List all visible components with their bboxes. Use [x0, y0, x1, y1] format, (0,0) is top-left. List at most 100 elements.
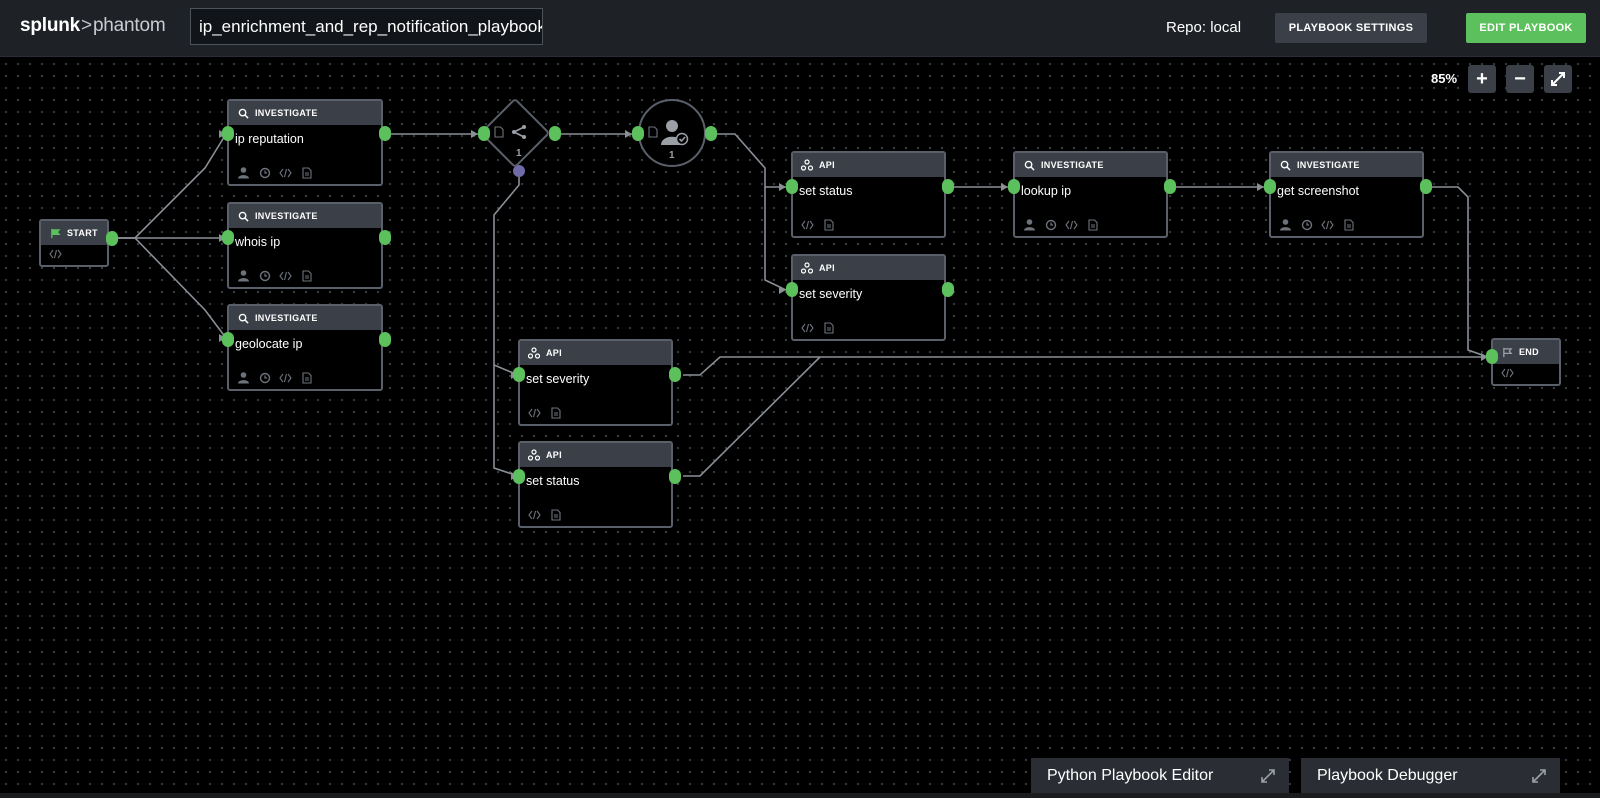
code-icon[interactable] — [1321, 218, 1334, 231]
start-output-port[interactable] — [106, 231, 118, 246]
branch-icon — [511, 124, 527, 145]
output-port[interactable] — [1164, 179, 1176, 194]
zoom-out-button[interactable]: − — [1506, 65, 1534, 93]
python-editor-label: Python Playbook Editor — [1047, 767, 1214, 784]
logo-separator: > — [81, 15, 92, 36]
input-port[interactable] — [786, 282, 798, 297]
code-icon[interactable] — [49, 247, 62, 260]
node-set-severity-top[interactable]: API set severity — [791, 254, 946, 341]
api-icon — [801, 262, 813, 274]
input-port[interactable] — [222, 332, 234, 347]
user-icon[interactable] — [237, 371, 250, 384]
output-port[interactable] — [549, 126, 561, 141]
code-icon[interactable] — [1501, 366, 1514, 379]
output-port[interactable] — [669, 367, 681, 382]
input-port[interactable] — [1264, 179, 1276, 194]
node-get-screenshot[interactable]: INVESTIGATE get screenshot — [1269, 151, 1424, 238]
expand-icon[interactable] — [1530, 767, 1548, 785]
input-port[interactable] — [632, 126, 644, 141]
flag-icon — [1501, 346, 1513, 358]
code-icon[interactable] — [279, 269, 292, 282]
input-port[interactable] — [786, 179, 798, 194]
python-editor-panel[interactable]: Python Playbook Editor — [1031, 758, 1289, 794]
input-port[interactable] — [513, 367, 525, 382]
edit-playbook-button[interactable]: EDIT PLAYBOOK — [1466, 13, 1586, 43]
playbook-settings-button[interactable]: PLAYBOOK SETTINGS — [1275, 13, 1427, 43]
doc-icon[interactable] — [300, 269, 313, 282]
start-node[interactable]: START — [39, 219, 109, 267]
node-header: INVESTIGATE — [229, 306, 381, 330]
node-set-severity-bottom[interactable]: API set severity — [518, 339, 673, 426]
node-header: INVESTIGATE — [1271, 153, 1422, 177]
node-footer — [1501, 366, 1514, 379]
node-type-label: END — [1519, 347, 1539, 357]
code-icon[interactable] — [801, 321, 814, 334]
clock-icon[interactable] — [258, 371, 271, 384]
node-set-status-top[interactable]: API set status — [791, 151, 946, 238]
input-port[interactable] — [222, 230, 234, 245]
api-icon — [528, 449, 540, 461]
repo-label: Repo: local — [1166, 19, 1242, 36]
clock-icon[interactable] — [1044, 218, 1057, 231]
splunk-phantom-logo[interactable]: splunk>phantom — [20, 15, 166, 37]
output-port[interactable] — [379, 230, 391, 245]
playbook-name-field[interactable]: ip_enrichment_and_rep_notification_playb… — [190, 8, 543, 45]
output-port[interactable] — [1420, 179, 1432, 194]
clock-icon[interactable] — [258, 166, 271, 179]
user-icon[interactable] — [1023, 218, 1036, 231]
user-icon[interactable] — [1279, 218, 1292, 231]
code-icon[interactable] — [801, 218, 814, 231]
doc-icon[interactable] — [1342, 218, 1355, 231]
doc-icon[interactable] — [300, 371, 313, 384]
node-title: lookup ip — [1021, 184, 1072, 198]
output-port[interactable] — [705, 126, 717, 141]
node-type-label: INVESTIGATE — [1297, 160, 1360, 170]
node-type-label: INVESTIGATE — [255, 108, 318, 118]
output-port[interactable] — [379, 126, 391, 141]
code-icon[interactable] — [1065, 218, 1078, 231]
output-port[interactable] — [379, 332, 391, 347]
doc-icon[interactable] — [549, 508, 562, 521]
code-icon[interactable] — [528, 508, 541, 521]
node-ip-reputation[interactable]: INVESTIGATE ip reputation — [227, 99, 383, 186]
user-check-icon — [661, 118, 689, 151]
node-header: INVESTIGATE — [229, 101, 381, 125]
output-port[interactable] — [942, 179, 954, 194]
code-icon[interactable] — [279, 166, 292, 179]
node-set-status-bottom[interactable]: API set status — [518, 441, 673, 528]
zoom-in-button[interactable]: + — [1468, 65, 1496, 93]
node-lookup-ip[interactable]: INVESTIGATE lookup ip — [1013, 151, 1168, 238]
doc-icon[interactable] — [822, 218, 835, 231]
input-port[interactable] — [478, 126, 490, 141]
api-icon — [801, 159, 813, 171]
node-header: API — [793, 256, 944, 280]
node-footer — [237, 269, 313, 282]
node-whois-ip[interactable]: INVESTIGATE whois ip — [227, 202, 383, 289]
end-node[interactable]: END — [1491, 338, 1561, 386]
user-icon[interactable] — [237, 166, 250, 179]
node-geolocate-ip[interactable]: INVESTIGATE geolocate ip — [227, 304, 383, 391]
input-port[interactable] — [1008, 179, 1020, 194]
end-input-port[interactable] — [1486, 349, 1498, 364]
node-type-label: START — [67, 228, 98, 238]
input-port[interactable] — [222, 126, 234, 141]
expand-icon[interactable] — [1259, 767, 1277, 785]
node-type-label: INVESTIGATE — [1041, 160, 1104, 170]
clock-icon[interactable] — [258, 269, 271, 282]
code-icon[interactable] — [279, 371, 292, 384]
doc-icon[interactable] — [549, 406, 562, 419]
input-port[interactable] — [513, 469, 525, 484]
node-title: whois ip — [235, 235, 281, 249]
output-port[interactable] — [942, 282, 954, 297]
doc-icon[interactable] — [300, 166, 313, 179]
output-port[interactable] — [669, 469, 681, 484]
doc-icon[interactable] — [1086, 218, 1099, 231]
user-icon[interactable] — [237, 269, 250, 282]
node-header: START — [41, 221, 107, 245]
debugger-panel[interactable]: Playbook Debugger — [1301, 758, 1560, 794]
doc-icon[interactable] — [822, 321, 835, 334]
node-footer — [801, 321, 835, 334]
clock-icon[interactable] — [1300, 218, 1313, 231]
fit-screen-button[interactable] — [1544, 65, 1572, 93]
code-icon[interactable] — [528, 406, 541, 419]
